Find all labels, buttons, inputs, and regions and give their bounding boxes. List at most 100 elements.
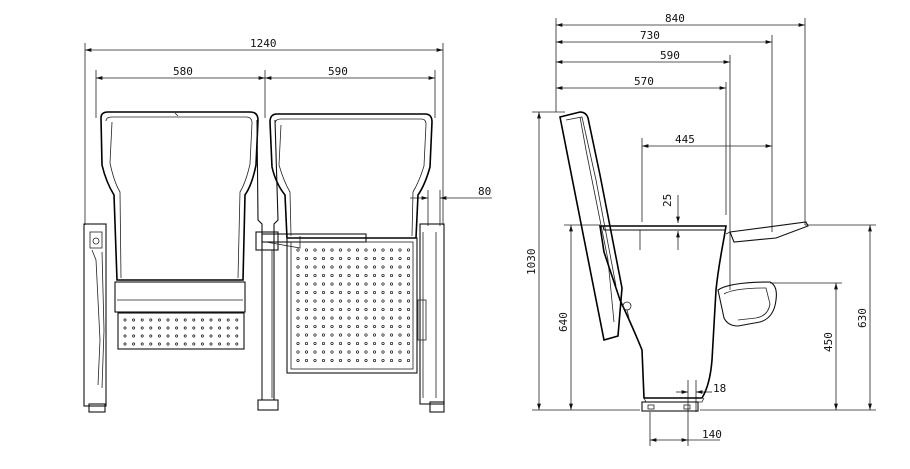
dim-label-80: 80 bbox=[478, 185, 491, 198]
perforation-hole bbox=[132, 334, 136, 338]
perforation-hole bbox=[355, 358, 360, 363]
perforation-hole bbox=[321, 316, 326, 320]
perforation-hole bbox=[389, 307, 394, 312]
perforation-hole bbox=[389, 333, 394, 337]
perforation-hole bbox=[364, 333, 368, 337]
perforation-hole bbox=[389, 350, 394, 354]
perforation-hole bbox=[200, 318, 204, 322]
perforation-hole bbox=[313, 282, 317, 286]
perforation-hole bbox=[355, 307, 360, 312]
perforation-hole bbox=[166, 342, 170, 346]
perforation-hole bbox=[149, 334, 153, 338]
dim-label-1240: 1240 bbox=[250, 37, 277, 50]
perforation-hole bbox=[389, 256, 394, 261]
side-tablet bbox=[725, 221, 809, 243]
perforation-hole bbox=[183, 326, 187, 330]
perforation-hole bbox=[406, 358, 411, 363]
perforation-hole bbox=[218, 318, 222, 322]
perforation-hole bbox=[398, 350, 402, 354]
perforation-hole bbox=[166, 334, 170, 338]
perforation-hole bbox=[296, 358, 300, 363]
perforation-hole bbox=[381, 265, 385, 269]
perforation-hole bbox=[338, 273, 343, 278]
perforation-hole bbox=[347, 273, 351, 278]
perforation-hole bbox=[338, 290, 343, 295]
perforation-hole bbox=[372, 324, 377, 329]
perforation-hole bbox=[235, 334, 239, 338]
perforation-hole bbox=[330, 290, 334, 295]
dim-overall-height: 1030 bbox=[525, 111, 640, 411]
perforation-hole bbox=[364, 316, 368, 320]
perforation-hole bbox=[398, 248, 402, 252]
dim-tablet-height: 630 bbox=[805, 224, 876, 410]
perforation-hole bbox=[296, 341, 300, 346]
right-perforation bbox=[296, 248, 411, 363]
perforation-hole bbox=[381, 282, 385, 286]
perforation-hole bbox=[132, 342, 136, 346]
dim-depth-590: 590 bbox=[556, 49, 731, 290]
perforation-hole bbox=[313, 256, 317, 261]
perforation-hole bbox=[149, 318, 153, 322]
dim-label-18: 18 bbox=[713, 382, 726, 395]
perforation-hole bbox=[304, 333, 309, 337]
perforation-hole bbox=[304, 256, 309, 261]
perforation-hole bbox=[398, 316, 402, 320]
perforation-hole bbox=[304, 265, 309, 269]
perforation-hole bbox=[389, 299, 394, 303]
perforation-hole bbox=[200, 326, 204, 330]
perforation-hole bbox=[313, 290, 317, 295]
perforation-hole bbox=[347, 299, 351, 303]
perforation-hole bbox=[347, 316, 351, 320]
perforation-hole bbox=[140, 318, 144, 322]
perforation-hole bbox=[398, 282, 402, 286]
perforation-hole bbox=[321, 341, 326, 346]
perforation-hole bbox=[304, 324, 309, 329]
perforation-hole bbox=[372, 282, 377, 286]
perforation-hole bbox=[313, 299, 317, 303]
perforation-hole bbox=[406, 282, 411, 286]
perforation-hole bbox=[372, 316, 377, 320]
perforation-hole bbox=[321, 307, 326, 312]
perforation-hole bbox=[192, 318, 196, 322]
perforation-hole bbox=[372, 358, 377, 363]
perforation-hole bbox=[364, 341, 368, 346]
perforation-hole bbox=[175, 326, 179, 330]
perforation-hole bbox=[183, 318, 187, 322]
perforation-hole bbox=[364, 358, 368, 363]
perforation-hole bbox=[157, 318, 161, 322]
perforation-hole bbox=[355, 265, 360, 269]
perforation-hole bbox=[192, 342, 196, 346]
perforation-hole bbox=[226, 342, 230, 346]
perforation-hole bbox=[313, 358, 317, 363]
perforation-hole bbox=[304, 358, 309, 363]
dim-label-590-side: 590 bbox=[660, 49, 680, 62]
perforation-hole bbox=[218, 326, 222, 330]
perforation-hole bbox=[338, 248, 343, 252]
perforation-hole bbox=[381, 341, 385, 346]
perforation-hole bbox=[149, 326, 153, 330]
dim-label-1030: 1030 bbox=[525, 249, 538, 276]
perforation-hole bbox=[132, 326, 136, 330]
perforation-hole bbox=[381, 358, 385, 363]
dim-seat-height: 640 bbox=[557, 224, 600, 410]
perforation-hole bbox=[347, 341, 351, 346]
perforation-hole bbox=[338, 299, 343, 303]
perforation-hole bbox=[347, 248, 351, 252]
perforation-hole bbox=[372, 273, 377, 278]
perforation-hole bbox=[140, 342, 144, 346]
perforation-hole bbox=[330, 299, 334, 303]
perforation-hole bbox=[372, 341, 377, 346]
perforation-hole bbox=[364, 273, 368, 278]
perforation-hole bbox=[381, 307, 385, 312]
perforation-hole bbox=[364, 307, 368, 312]
perforation-hole bbox=[175, 342, 179, 346]
perforation-hole bbox=[175, 318, 179, 322]
perforation-hole bbox=[355, 333, 360, 337]
perforation-hole bbox=[355, 248, 360, 252]
perforation-hole bbox=[355, 282, 360, 286]
perforation-hole bbox=[209, 318, 213, 322]
dim-label-580: 580 bbox=[173, 65, 193, 78]
perforation-hole bbox=[330, 256, 334, 261]
perforation-hole bbox=[398, 358, 402, 363]
perforation-hole bbox=[338, 256, 343, 261]
